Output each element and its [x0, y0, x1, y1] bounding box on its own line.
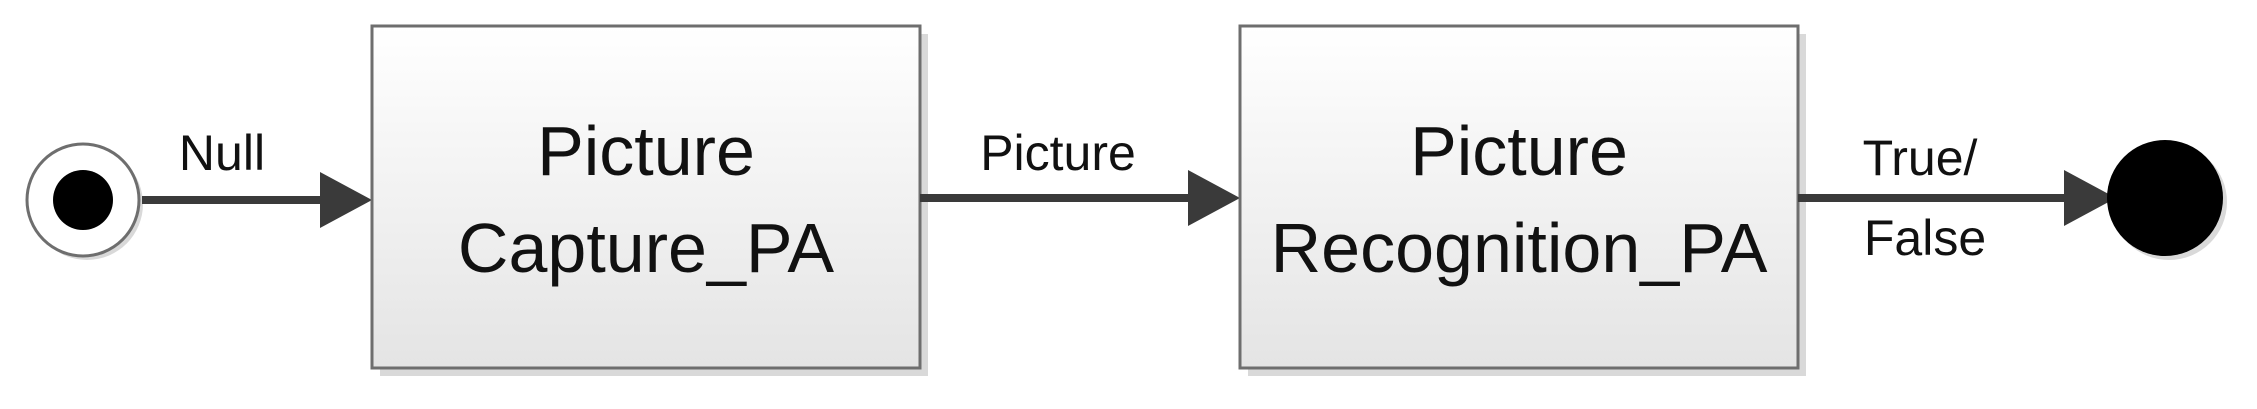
edge-label-true: True/ — [1863, 130, 1978, 186]
node-label-line-1: Picture — [537, 112, 755, 190]
start-node — [25, 142, 143, 260]
edge-label-null: Null — [179, 125, 265, 181]
action-node-picture-capture: Picture Capture_PA — [370, 24, 928, 376]
action-node-picture-recognition: Picture Recognition_PA — [1238, 24, 1806, 376]
edge-capture-to-recognition: Picture — [920, 125, 1240, 226]
node-label-line-2: Recognition_PA — [1271, 209, 1768, 287]
edge-label-false: False — [1864, 210, 1986, 266]
edge-label-picture: Picture — [980, 125, 1136, 181]
edge-start-to-capture: Null — [142, 125, 372, 228]
node-label-line-1: Picture — [1410, 112, 1628, 190]
edge-recognition-to-end: True/ False — [1798, 130, 2116, 266]
node-label-line-2: Capture_PA — [458, 209, 834, 287]
end-node — [2107, 140, 2227, 260]
